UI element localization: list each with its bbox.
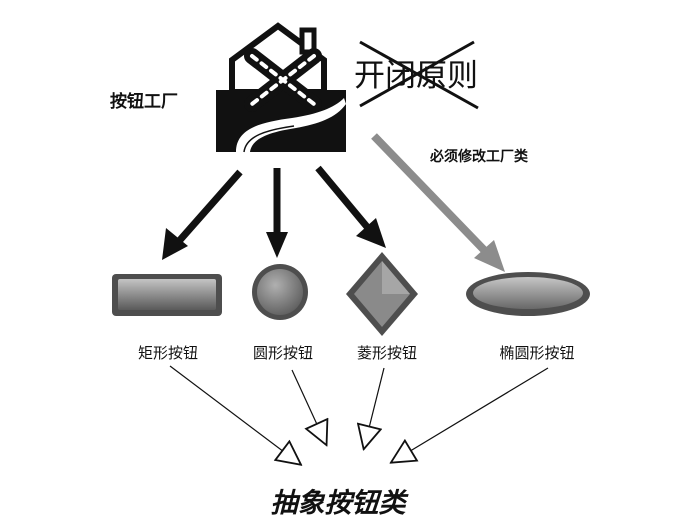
modify-factory-note: 必须修改工厂类 [429,148,529,165]
inherit-arrow-circle [291,369,326,444]
abstract-button-class: 抽象按钮类 [271,488,410,519]
shape-label-rect: 矩形按钮 [138,344,198,362]
factory-house-icon [216,22,346,153]
create-arrows [162,165,386,260]
inherit-arrow-diamond [364,367,385,448]
crossed-principle: 开闭原则 [354,40,479,110]
arrow-to-ellipse [371,133,505,272]
shape-label-diamond: 菱形按钮 [357,344,417,362]
inherit-arrow-ellipse [392,367,549,462]
arrow-to-diamond [315,165,386,248]
shape-label-circle: 圆形按钮 [253,344,313,362]
ellipse-button-shape [466,272,590,316]
circle-button-shape [252,264,308,320]
arrow-to-circle [266,168,288,258]
inherit-arrow-rect [169,365,300,464]
inheritance-arrows [169,365,549,464]
factory-label: 按钮工厂 [110,91,178,112]
cross-mark [359,40,479,110]
shape-label-ellipse: 椭圆形按钮 [499,344,574,362]
rect-button-shape [112,274,222,316]
arrow-to-rect [162,169,243,260]
diamond-button-shape [346,252,418,336]
